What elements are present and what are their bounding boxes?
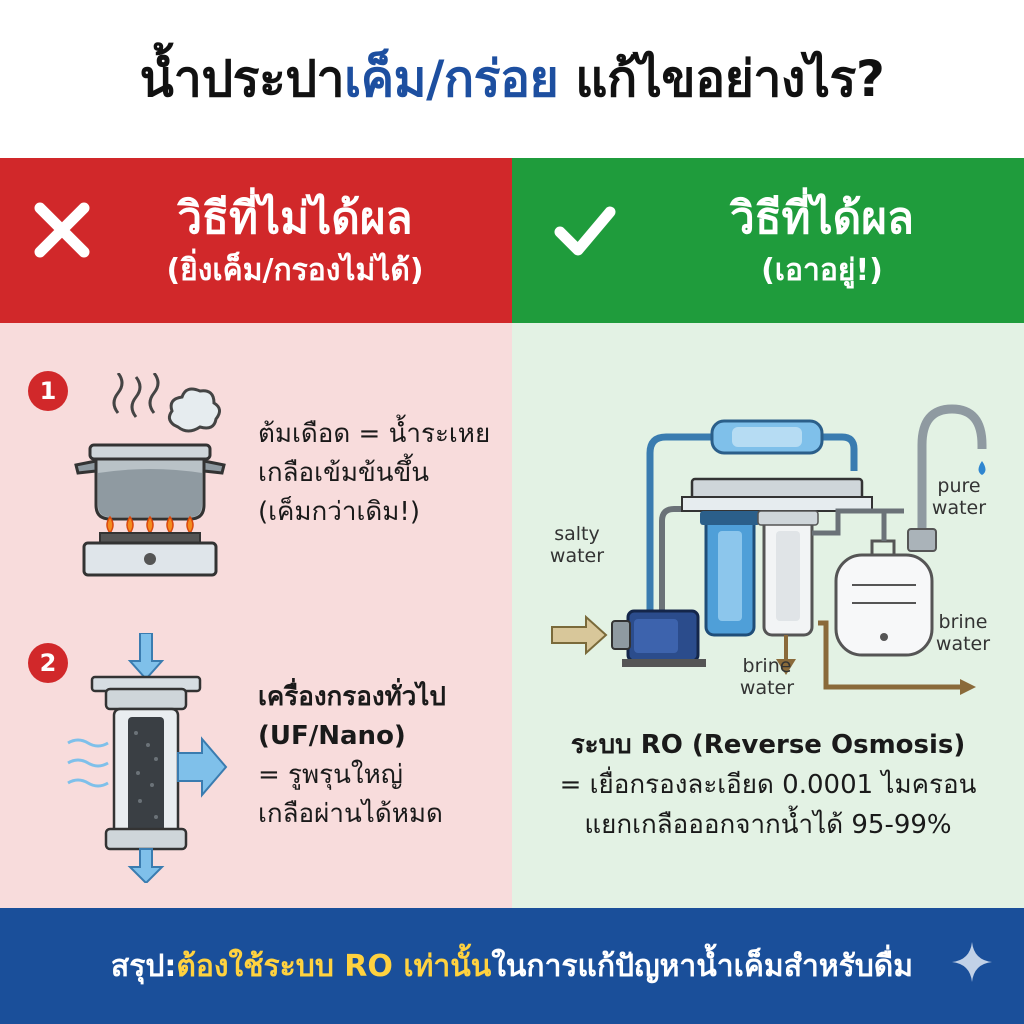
salty-water-label: salty water <box>549 523 605 567</box>
page-title: น้ำประปาเค็ม/กร่อย แก้ไขอย่างไร? <box>140 40 885 119</box>
summary-prefix: สรุป: <box>110 948 177 984</box>
pure-water-label: pure water <box>931 475 987 519</box>
title-part-2: แก้ไขอย่างไร? <box>558 49 885 108</box>
summary-highlight: ต้องใช้ระบบ RO เท่านั้น <box>176 948 492 984</box>
ro-description: ระบบ RO (Reverse Osmosis) = เยื่อกรองละเ… <box>512 725 1024 845</box>
effective-heading: วิธีที่ได้ผล <box>729 193 914 244</box>
item-2-line-4: เกลือผ่านได้หมด <box>258 799 443 829</box>
ineffective-header-text: วิธีที่ไม่ได้ผล (ยิ่งเค็ม/กรองไม่ได้) <box>100 190 490 294</box>
ineffective-methods-header: วิธีที่ไม่ได้ผล (ยิ่งเค็ม/กรองไม่ได้) <box>0 158 512 323</box>
boiling-pot-icon <box>74 373 226 577</box>
ineffective-subheading: (ยิ่งเค็ม/กรองไม่ได้) <box>166 253 424 288</box>
ineffective-methods-panel: 1 ต้มเดือด = น้ำระเหย เกลือเข้มข้นขึ้น (… <box>0 323 512 908</box>
item-1-line-2: เกลือเข้มข้นขึ้น <box>258 458 430 488</box>
summary-footer: สรุป: ต้องใช้ระบบ RO เท่านั้นในการแก้ปัญ… <box>0 908 1024 1024</box>
item-2-description: เครื่องกรองทั่วไป (UF/Nano) = รูพรุนใหญ่… <box>258 678 446 834</box>
item-1-line-1: ต้มเดือด = น้ำระเหย <box>258 419 491 449</box>
item-number-badge: 2 <box>28 643 68 683</box>
item-1-description: ต้มเดือด = น้ำระเหย เกลือเข้มข้นขึ้น (เค… <box>258 415 490 532</box>
ro-line-3: แยกเกลือออกจากน้ำได้ 95-99% <box>584 810 952 840</box>
effective-methods-panel: salty water pure water brine water brine… <box>512 323 1024 908</box>
effective-header-text: วิธีที่ได้ผล (เอาอยู่!) <box>642 190 1002 294</box>
item-2-line-1: เครื่องกรองทั่วไป <box>258 682 446 712</box>
summary-suffix: ในการแก้ปัญหาน้ำเค็มสำหรับดื่ม <box>491 948 914 984</box>
ro-line-1: ระบบ RO (Reverse Osmosis) <box>570 730 966 760</box>
title-bar: น้ำประปาเค็ม/กร่อย แก้ไขอย่างไร? <box>0 0 1024 158</box>
item-2-line-2: (UF/Nano) <box>258 721 406 751</box>
title-part-1: น้ำประปา <box>139 49 345 108</box>
check-icon <box>554 206 616 256</box>
water-filter-cartridge-icon <box>67 633 228 883</box>
sparkle-icon <box>952 942 992 982</box>
title-highlight: เค็ม/กร่อย <box>344 49 559 108</box>
ro-system-diagram <box>551 404 987 695</box>
ro-line-2: = เยื่อกรองละเอียด 0.0001 ไมครอน <box>559 770 977 800</box>
item-1-line-3: (เค็มกว่าเดิม!) <box>258 497 420 527</box>
effective-subheading: (เอาอยู่!) <box>761 253 883 288</box>
brine-water-label-left: brine water <box>739 655 795 699</box>
item-2-line-3: = รูพรุนใหญ่ <box>258 760 403 790</box>
item-number-badge: 1 <box>28 371 68 411</box>
cross-icon <box>34 202 90 258</box>
brine-water-label-right: brine water <box>935 611 991 655</box>
ineffective-heading: วิธีที่ไม่ได้ผล <box>177 193 413 244</box>
effective-methods-header: วิธีที่ได้ผล (เอาอยู่!) <box>512 158 1024 323</box>
